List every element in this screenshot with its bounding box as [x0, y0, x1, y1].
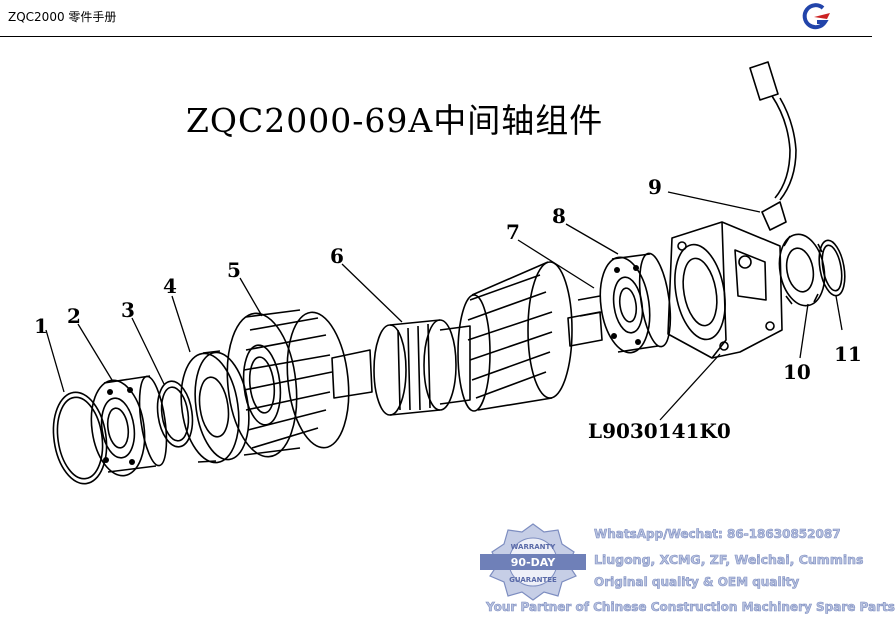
part-11-snap-ring: [818, 239, 846, 297]
brand-logo-icon: [802, 3, 830, 30]
document-header-title: ZQC2000 零件手册: [8, 10, 117, 24]
part-6-shaft: [331, 261, 603, 416]
part-8-bearing: [599, 252, 672, 354]
diagram-title: ZQC2000-69A中间轴组件: [186, 101, 604, 140]
leader-lines: [45, 191, 843, 421]
part-5-gear: [226, 309, 350, 458]
callout-7: 7: [506, 220, 520, 244]
badge-mid-text: 90-DAY: [511, 556, 556, 569]
callout-8: 8: [552, 204, 566, 228]
part-4-spacer: [180, 350, 250, 464]
callout-9: 9: [648, 175, 662, 199]
callout-6: 6: [330, 244, 344, 268]
part-9-sensor: [749, 61, 797, 231]
part-2-bearing: [90, 375, 168, 477]
housing-cover: [667, 221, 783, 359]
callout-2: 2: [67, 304, 81, 328]
badge-bottom-text: GUARANTEE: [509, 576, 557, 584]
watermark-slogan: Your Partner of Chinese Construction Mac…: [486, 600, 896, 615]
part-1-snap-ring: [52, 391, 108, 485]
callout-4: 4: [163, 274, 177, 298]
header-divider: [0, 36, 872, 37]
part-3-ring: [156, 380, 194, 448]
watermark-contact: WhatsApp/Wechat: 86-18630852087: [594, 527, 841, 542]
callout-10: 10: [783, 360, 811, 384]
callout-3: 3: [121, 298, 135, 322]
part-number-label: L9030141K0: [588, 419, 731, 443]
part-10-nut: [778, 233, 826, 307]
part-7-stud: [577, 295, 603, 317]
watermark-quality: Original quality & OEM quality: [594, 575, 800, 590]
callout-11: 11: [834, 342, 862, 366]
warranty-badge-icon: WARRANTY 90-DAY GUARANTEE: [480, 523, 586, 601]
watermark-brands: Liugong, XCMG, ZF, Weichai, Cummins: [594, 552, 864, 568]
badge-top-text: WARRANTY: [511, 543, 557, 551]
callout-5: 5: [227, 258, 241, 282]
callout-1: 1: [34, 314, 48, 338]
